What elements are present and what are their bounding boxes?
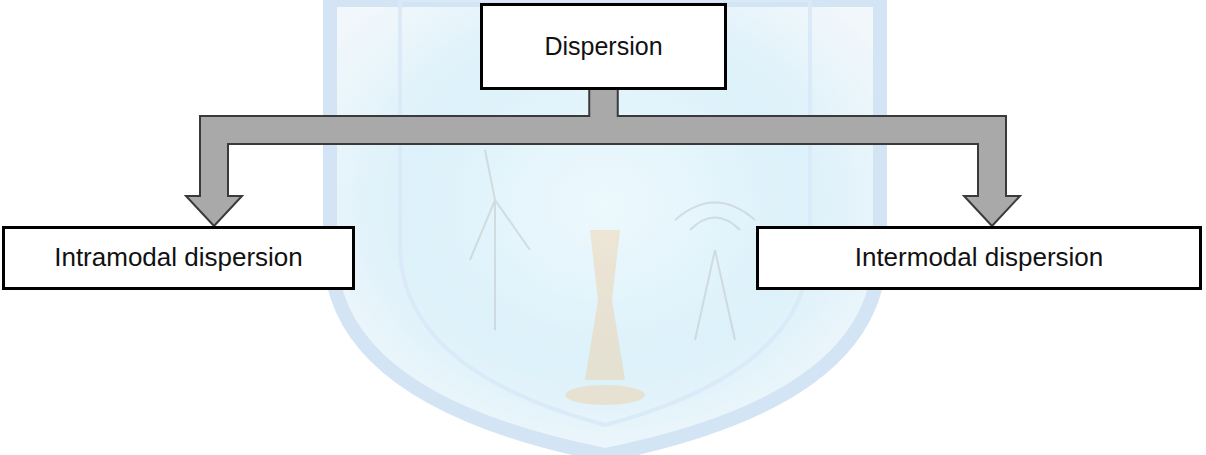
arrow-outline [214,90,604,196]
arrow-outline [604,90,993,196]
node-label: Intramodal dispersion [54,243,303,273]
arrow-fill [604,90,993,196]
node-label: Dispersion [544,32,662,61]
arrow-fill [214,90,604,196]
block-arrow [214,90,604,196]
watermark-inner-shield [400,0,810,425]
arrow-seam [979,194,1005,198]
node-label: Intermodal dispersion [855,243,1104,273]
arrow-head [964,196,1020,226]
process-box: Dispersion [480,3,727,90]
process-box: Intermodal dispersion [756,226,1202,290]
process-box: Intramodal dispersion [2,226,355,290]
block-arrow [604,90,993,196]
arrow-seam [201,194,227,198]
watermark-lamp [565,230,645,405]
arrow-head [186,196,242,226]
